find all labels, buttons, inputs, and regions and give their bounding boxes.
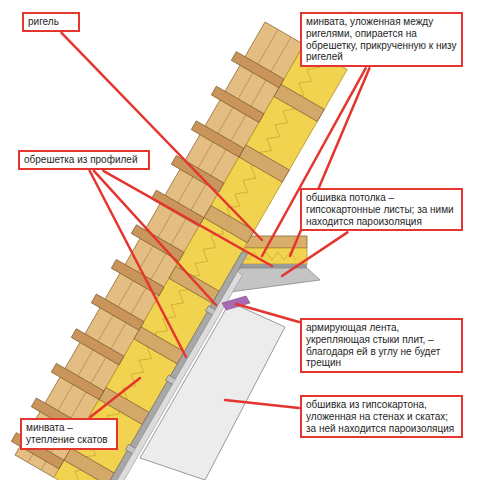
callout-text: обшивка из гипсокартона, уложенная на ст… (306, 399, 457, 434)
leader-line (62, 33, 262, 240)
callout-text: армирующая лента, укрепляющая стыки плит… (306, 322, 457, 369)
callout-box: обрешетка из профилей (18, 150, 150, 170)
callout-box: ригель (22, 12, 80, 32)
callout-text: обрешетка из профилей (24, 154, 144, 166)
callout-text: обшивка потолка – гипсокартонные листы; … (306, 192, 457, 227)
leader-line (94, 171, 216, 305)
callout-box: обшивка потолка – гипсокартонные листы; … (300, 188, 463, 231)
leader-line (236, 304, 299, 322)
gypsum-sheet (140, 302, 285, 480)
leader-line (90, 378, 140, 417)
leader-line (103, 171, 272, 266)
callout-text: ригель (28, 16, 74, 28)
leader-line (90, 171, 186, 357)
callout-box: обшивка из гипсокартона, уложенная на ст… (300, 395, 463, 438)
leader-line (225, 400, 299, 408)
callout-box: армирующая лента, укрепляющая стыки плит… (300, 318, 463, 373)
callout-text: минвата, уложенная между ригелями, опира… (306, 16, 457, 63)
leader-line (282, 232, 347, 276)
callout-text: минвата – утепление скатов (26, 422, 112, 446)
callout-box: минвата – утепление скатов (20, 418, 118, 450)
callout-box: минвата, уложенная между ригелями, опира… (300, 12, 463, 67)
